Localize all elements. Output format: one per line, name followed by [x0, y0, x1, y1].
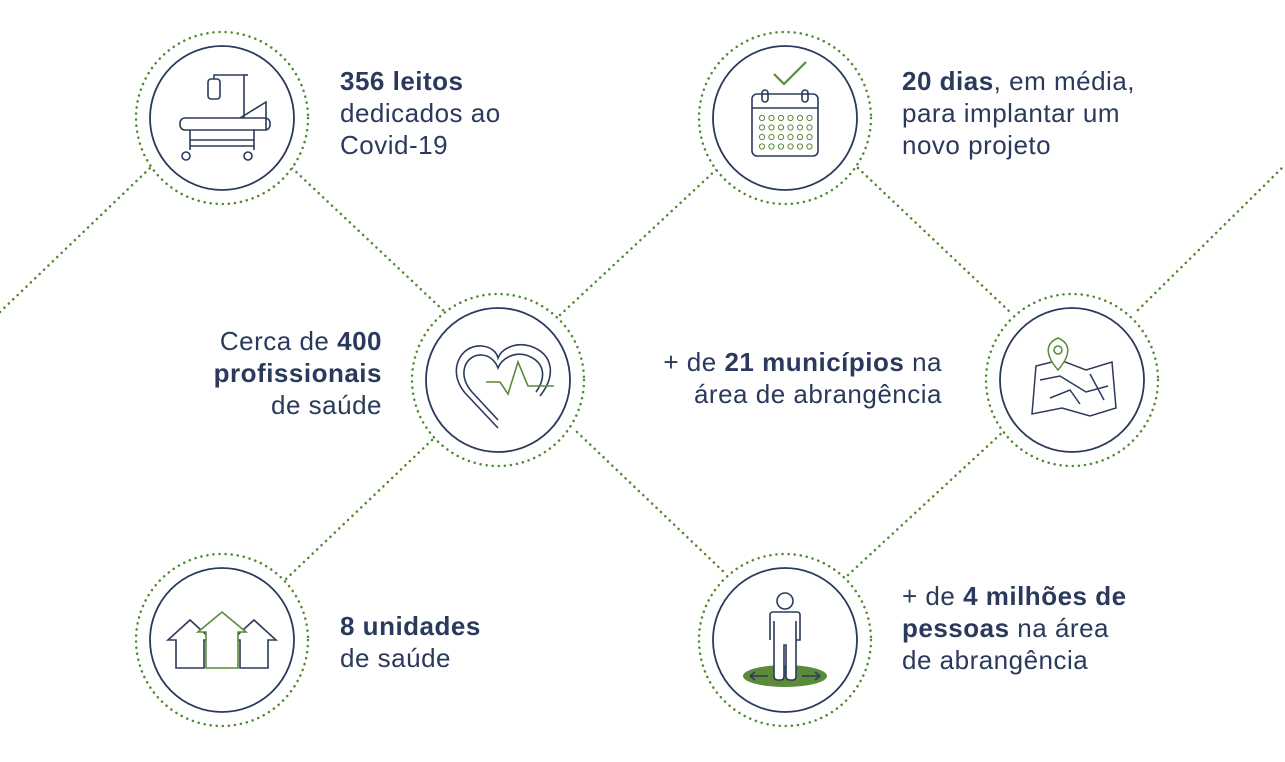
calendar-day-dot — [796, 114, 804, 122]
stat-text: na — [904, 347, 942, 377]
stat-text: , em média, — [993, 66, 1135, 96]
calendar-day-dot — [796, 133, 804, 141]
calendar-day-dot — [806, 133, 813, 141]
calendar-day-dot — [758, 143, 766, 150]
stat-municipalities: + de 21 municípios na área de abrangênci… — [663, 346, 942, 410]
calendar-day-dot — [758, 124, 766, 131]
stat-days: 20 dias, em média, para implantar um nov… — [902, 65, 1135, 161]
stat-text: Cerca de — [219, 326, 338, 356]
calendar-day-dot — [806, 124, 813, 131]
stat-days-value: 20 dias — [902, 66, 994, 96]
stat-professionals: Cerca de 400 profissionais de saúde — [214, 325, 382, 421]
calendar-day-dot — [777, 133, 785, 141]
stat-people: + de 4 milhões de pessoas na área de abr… — [902, 580, 1127, 676]
stat-beds-line: dedicados ao — [340, 98, 501, 128]
stat-beds-line: Covid-19 — [340, 130, 449, 160]
calendar-day-dot — [768, 133, 775, 141]
stat-municipalities-value: 21 municípios — [724, 347, 905, 377]
calendar-day-dot — [787, 114, 794, 122]
stat-units-value: 8 unidades — [340, 611, 481, 641]
connector-lines — [0, 163, 1285, 582]
stat-text: + de — [902, 581, 964, 611]
stat-units: 8 unidades de saúde — [340, 610, 481, 674]
stat-text: de saúde — [340, 643, 451, 673]
stat-text: pessoas — [902, 613, 1010, 643]
calendar-day-dot — [758, 114, 766, 122]
stat-beds-value: 356 leitos — [340, 66, 464, 96]
calendar-day-dot — [806, 143, 813, 150]
calendar-day-dot — [768, 114, 775, 122]
map-pin-icon — [1031, 337, 1117, 417]
stat-people-value: 4 milhões de — [963, 581, 1127, 611]
stat-text: profissionais — [213, 358, 382, 388]
calendar-day-dot — [787, 133, 794, 141]
calendar-day-dot — [806, 114, 813, 122]
calendar-day-dot — [768, 143, 775, 150]
calendar-day-dot — [777, 124, 785, 131]
hospital-bed-icon — [179, 74, 271, 161]
stat-text: novo projeto — [902, 130, 1052, 160]
person-area-icon — [743, 592, 827, 687]
stat-text: para implantar um — [902, 98, 1121, 128]
calendar-day-dot — [787, 143, 794, 150]
stat-text: + de — [663, 347, 725, 377]
calendar-day-dot — [796, 143, 804, 150]
calendar-day-dot — [796, 124, 804, 131]
icon-circle — [712, 45, 858, 191]
calendar-day-dot — [768, 124, 775, 131]
calendar-day-dot — [777, 143, 785, 150]
stat-text: na área — [1009, 613, 1109, 643]
stat-professionals-value: 400 — [337, 326, 382, 356]
heartbeat-icon — [455, 343, 554, 429]
stat-text: de abrangência — [902, 645, 1089, 675]
icon-circle — [999, 307, 1145, 453]
stat-text: área de abrangência — [693, 379, 942, 409]
stat-beds: 356 leitos dedicados ao Covid-19 — [340, 65, 501, 161]
stat-text: de saúde — [271, 390, 382, 420]
houses-icon — [165, 610, 279, 669]
calendar-day-dot — [787, 124, 794, 131]
calendar-check-icon — [751, 61, 819, 157]
calendar-day-dot — [777, 114, 785, 122]
icon-circle — [425, 307, 571, 453]
calendar-day-dot — [758, 133, 766, 141]
